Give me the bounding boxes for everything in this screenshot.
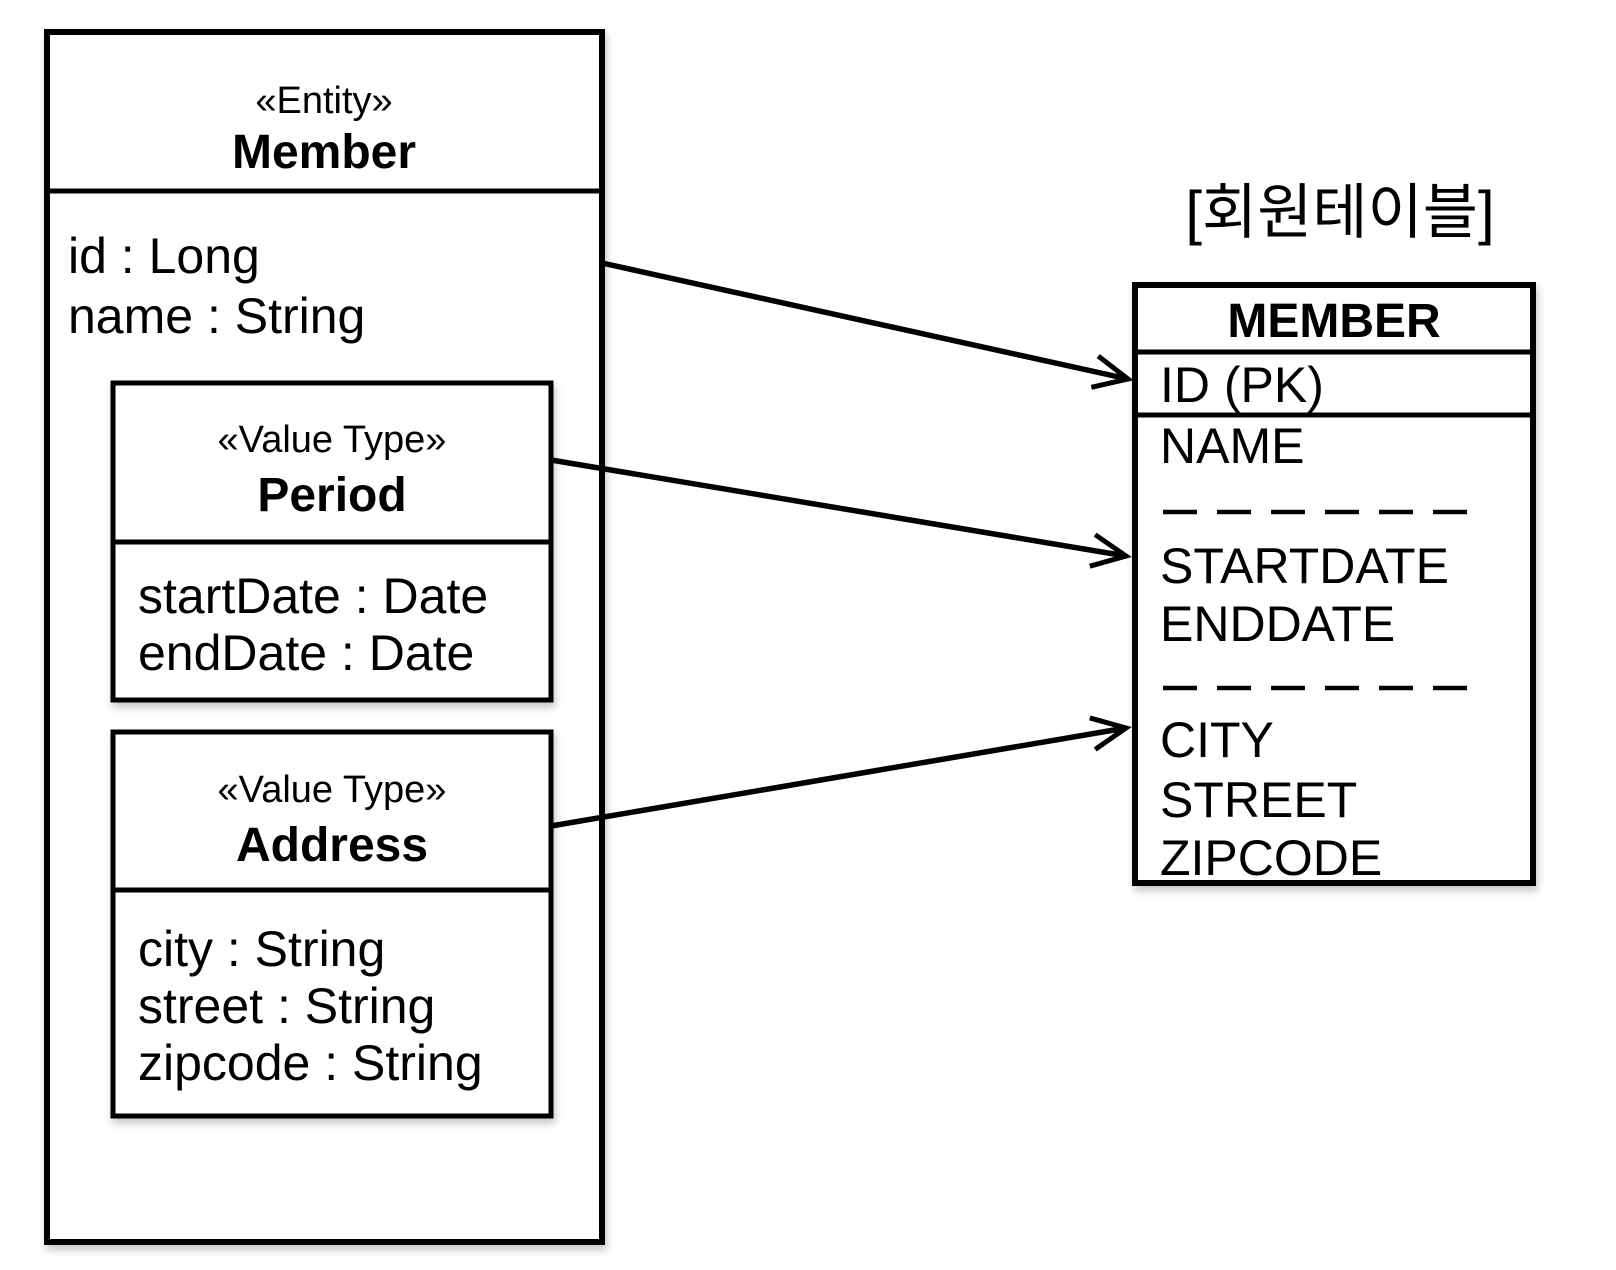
address-frame — [110, 729, 554, 1119]
member-table-caption: [회원테이블] — [1185, 179, 1494, 246]
table-row-name: NAME — [1160, 418, 1304, 474]
period-name: Period — [257, 469, 406, 522]
address-attribute-zipcode: zipcode : String — [138, 1035, 483, 1091]
table-row-street: STREET — [1160, 772, 1357, 828]
address-border — [110, 729, 554, 1119]
table-row-zipcode: ZIPCODE — [1160, 830, 1382, 886]
address-attribute-city: city : String — [138, 921, 385, 977]
entity-attribute-id: id : Long — [68, 228, 260, 284]
arrow-member-to-id-icon — [601, 260, 1134, 390]
address-value-type-box: «Value Type» Address city : String stree… — [110, 729, 554, 1119]
member-table-frame — [1132, 282, 1536, 886]
period-frame — [110, 380, 554, 703]
table-row-startdate: STARTDATE — [1160, 538, 1449, 594]
address-stereotype: «Value Type» — [218, 769, 447, 811]
address-attribute-street: street : String — [138, 978, 435, 1034]
table-row-enddate: ENDDATE — [1160, 596, 1395, 652]
arrow-period-to-dates-icon — [550, 457, 1132, 569]
period-value-type-box: «Value Type» Period startDate : Date end… — [110, 380, 554, 703]
period-stereotype: «Value Type» — [218, 419, 447, 461]
table-row-id-pk: ID (PK) — [1160, 357, 1324, 413]
member-table: [회원테이블] MEMBER ID (PK) NAME STARTDATE EN… — [1132, 179, 1536, 886]
member-table-title: MEMBER — [1227, 295, 1440, 348]
entity-attribute-name: name : String — [68, 288, 365, 344]
period-attribute-startdate: startDate : Date — [138, 568, 488, 624]
address-name: Address — [236, 819, 428, 872]
table-row-city: CITY — [1160, 712, 1274, 768]
entity-stereotype: «Entity» — [255, 80, 392, 122]
member-table-border — [1132, 282, 1536, 886]
arrow-address-to-address-columns-icon — [550, 715, 1132, 829]
entity-name: Member — [232, 126, 416, 179]
period-attribute-enddate: endDate : Date — [138, 625, 474, 681]
